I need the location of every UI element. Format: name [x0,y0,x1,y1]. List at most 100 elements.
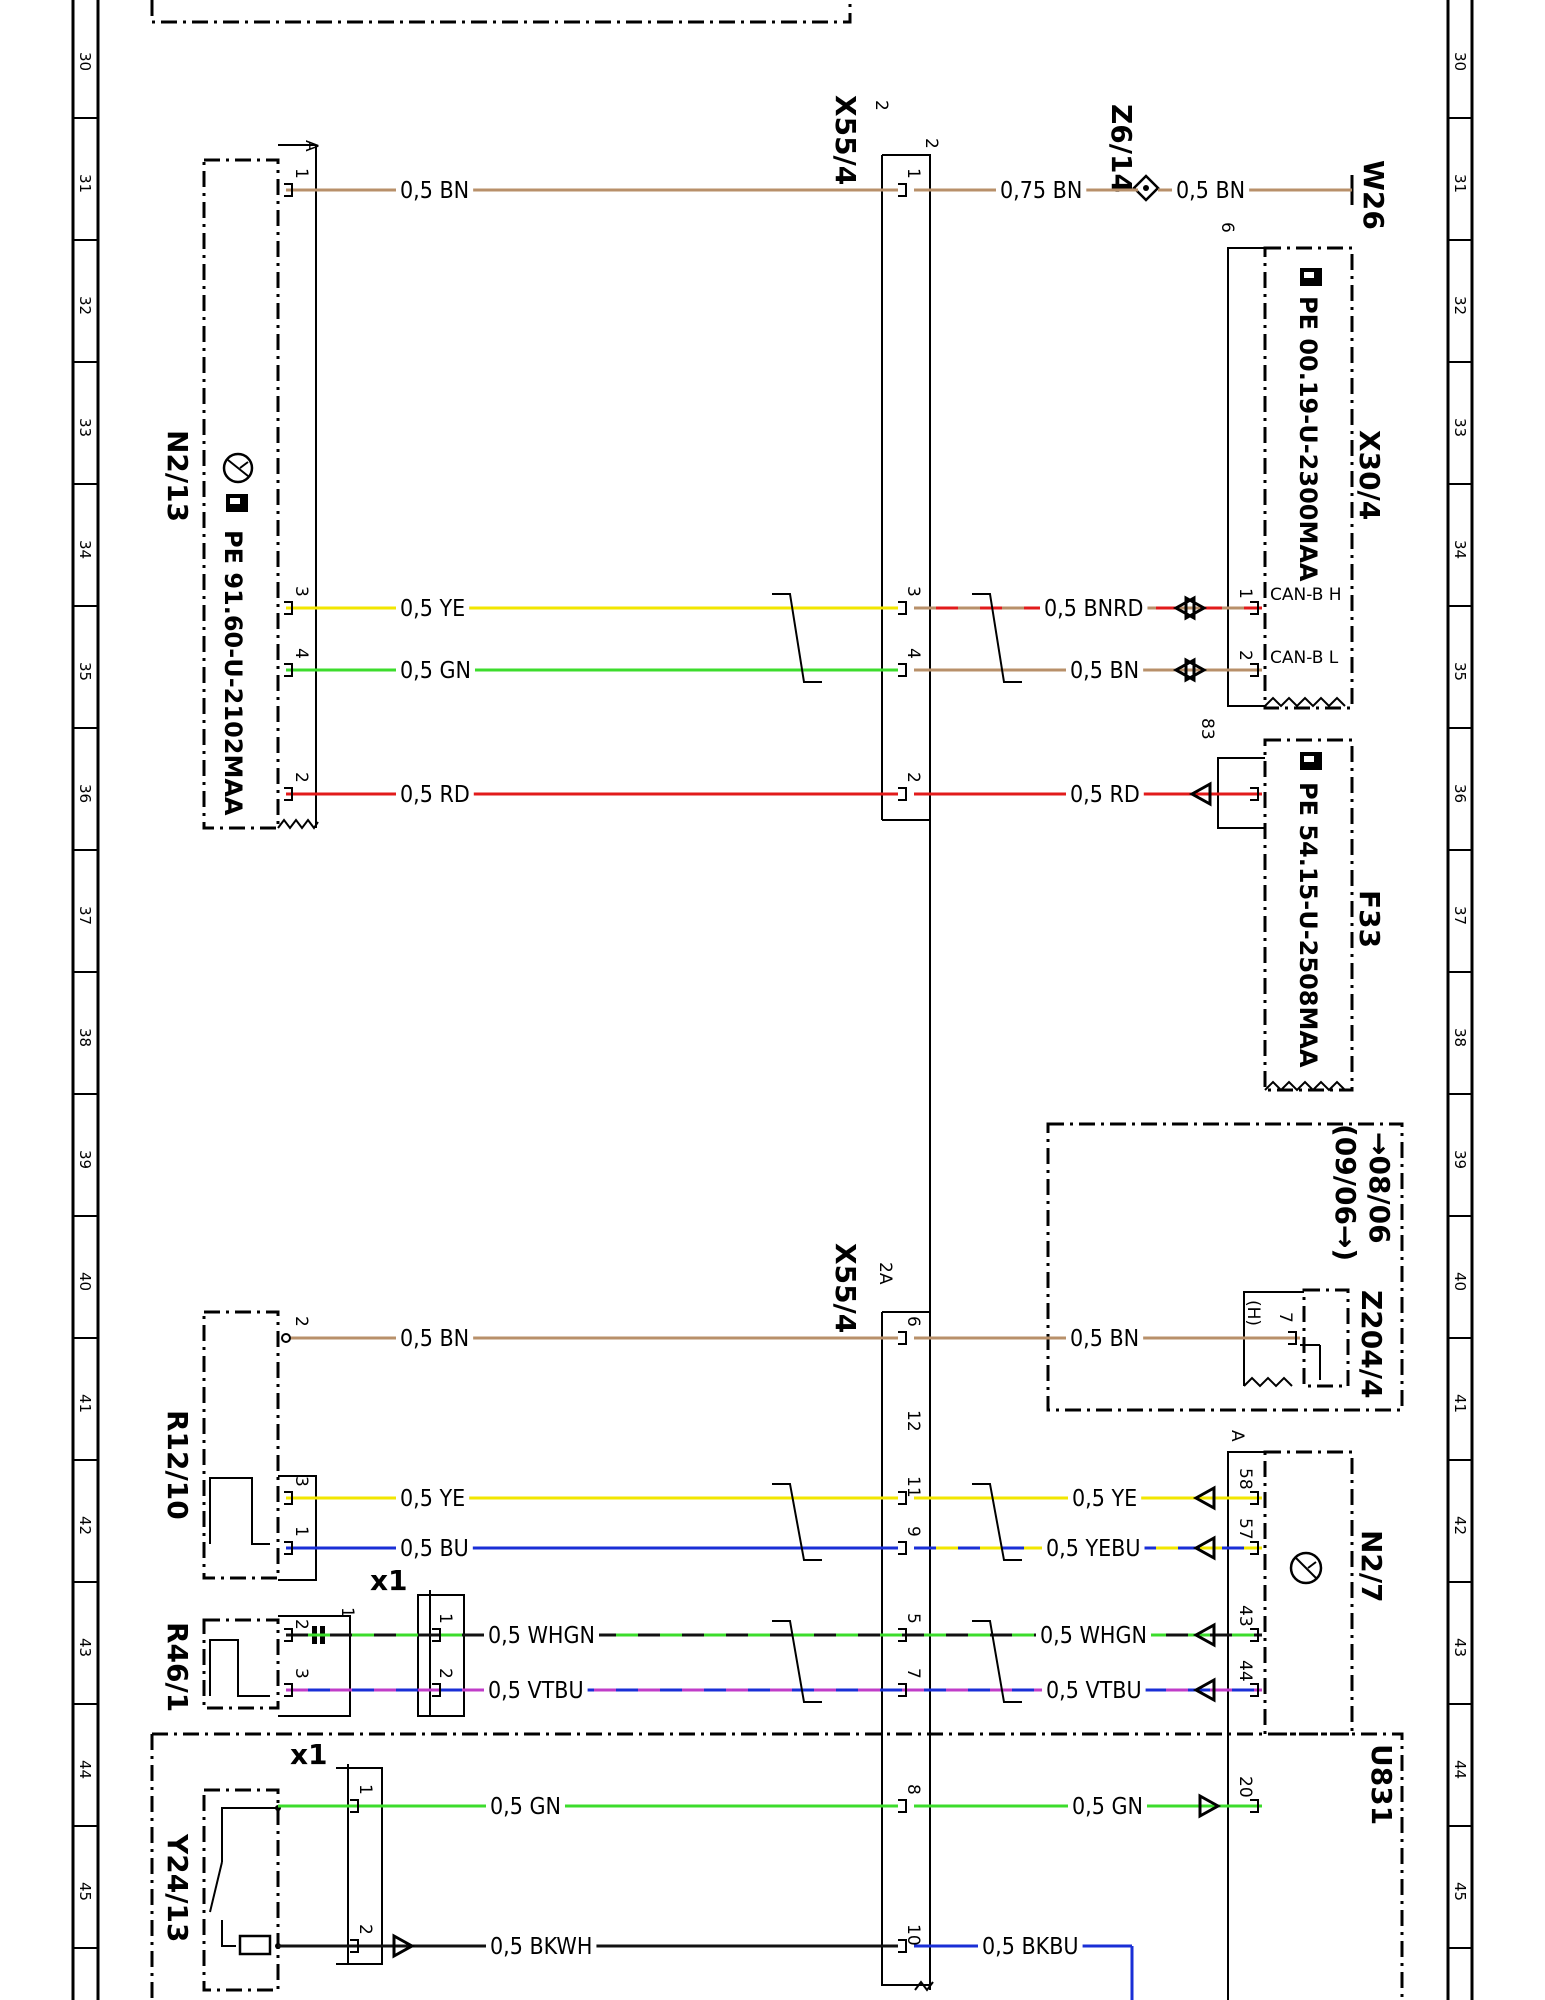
w26-label: W26 [1357,160,1390,230]
pin-terminal [898,1331,907,1345]
n2-7-pin-number: 57 [1235,1518,1255,1540]
x1-a-pin-number: 2 [435,1668,455,1679]
wire-label-bg [1068,1794,1147,1820]
wire-label-bg [396,1326,474,1352]
r12-10-label: R12/10 [161,1410,194,1520]
wire-label-bg [396,178,474,204]
wire-label: 0,5 VTBU [488,1678,584,1704]
ruler-tick-label: 42 [1451,1516,1469,1535]
ruler-tick-label: 33 [76,418,94,437]
x1-a-pin-number: 1 [435,1613,455,1624]
pin-terminal [898,1799,907,1813]
wire-label: 0,5 BKBU [982,1934,1079,1960]
pin-terminal [281,1333,291,1343]
ruler-tick-label: 38 [1451,1028,1469,1047]
wire-label-bg [1066,782,1144,808]
wire-label-bg [396,596,470,622]
pin-terminal [1250,1541,1259,1555]
pin-terminal [1250,1628,1259,1642]
connector-arrow-icon [1192,1622,1216,1648]
twisted-pair-mark [772,593,822,683]
r46-1-label: R46/1 [161,1622,194,1712]
wire-label-bg [996,178,1087,204]
x55-4-bottom-group: 2A [875,1262,895,1285]
connector-arrow-icon [1192,1535,1216,1561]
pin-terminal [350,1799,359,1813]
pin-terminal [284,663,293,677]
ruler-tick-label: 35 [1451,662,1469,681]
connector-arrow-icon [1192,1485,1216,1511]
x30-4-connector: 6 X30/4 PE 00.19-U-2300MAA CAN-B H CAN-B… [1217,222,1386,710]
x1-b-pin-number: 2 [355,1924,375,1935]
pin-terminal [1288,1331,1297,1345]
wire-label: 0,5 YE [400,596,465,622]
n2-13-module: A N2/13 PE 91.60-U-2102MAA [161,140,321,830]
ruler-tick-label: 41 [76,1394,94,1413]
f33-reference: PE 54.15-U-2508MAA [1294,782,1322,1068]
n2-13-reference: PE 91.60-U-2102MAA [219,530,247,816]
f33-label: F33 [1353,890,1386,948]
pin-terminal [898,1541,907,1555]
ruler-tick-label: 43 [76,1638,94,1657]
f33-group: 83 [1197,718,1217,740]
x30-4-can-l: CAN-B L [1270,648,1339,668]
pin-terminal [432,1628,441,1642]
wire-label: 0,5 YE [400,1486,465,1512]
pin-terminal [898,1491,907,1505]
n2-7-pin-group: A [1227,1430,1247,1442]
ruler-tick-label: 43 [1451,1638,1469,1657]
ruler-tick-label: 32 [76,296,94,315]
u831-label: U831 [1365,1744,1398,1825]
ruler-tick-label: 40 [76,1272,94,1291]
x55-4-bottom-pin-number: 9 [903,1526,923,1537]
connector-arrow-icon [1188,781,1212,807]
wire-label: 0,5 BU [400,1536,469,1562]
r46-1-pin-number: 1 [337,1607,357,1618]
z204-4-label: Z204/4 [1355,1290,1388,1398]
x1-connector-a: x1 [370,1564,465,1717]
ruler-tick-label: 42 [76,1516,94,1535]
wire-label-bg [1040,596,1148,622]
twisted-pair-mark [972,1483,1022,1561]
x55-4-bottom-pin-number: 10 [903,1924,923,1946]
twisted-pair-mark [772,1620,822,1703]
ecu-symbol-icon [222,452,254,484]
ecu-symbol-icon [1289,1551,1323,1585]
x1-a-label: x1 [370,1564,408,1597]
wire-label: 0,5 YEBU [1046,1536,1141,1562]
wire-label-bg [1172,178,1250,204]
connector-arrow-icon [1198,1793,1222,1819]
wire-label: 0,5 WHGN [1040,1623,1147,1649]
pin-terminal [898,601,907,615]
wire-label-bg [1068,1486,1142,1512]
ruler-tick-label: 37 [1451,906,1469,925]
pin-terminal [898,183,907,197]
f33-fuse-box: 83 F33 PE 54.15-U-2508MAA [1197,718,1386,1092]
x55-4-bottom-pin-number: 11 [903,1476,923,1498]
wire-label: 0,5 BN [1176,178,1245,204]
wire-label-bg [978,1934,1083,1960]
wire-label: 0,5 GN [400,658,471,684]
r12-10-pin-number: 1 [291,1526,311,1537]
wire-label: 0,5 BN [400,1326,469,1352]
wire-label: 0,75 BN [1000,178,1082,204]
wire-label-bg [1066,1326,1144,1352]
x55-4-top-extra-pin: 2 [921,138,941,149]
x55-4-top-label: X55/4 [829,95,862,185]
pin-terminal [1250,1683,1259,1697]
x55-4-bottom-pin-number: 7 [903,1668,923,1679]
n2-13-pin-number: 3 [291,586,311,597]
x30-4-can-h: CAN-B H [1270,585,1342,605]
x55-4-bottom-connector: X55/4 2A [829,1243,934,1992]
wire-label-bg [396,1486,470,1512]
pin-labels: 1342134212612119578102312311212585743442… [291,168,1295,1946]
ruler-tick-label: 39 [76,1150,94,1169]
wire-label: 0,5 VTBU [1046,1678,1142,1704]
r46-1-pin-number: 3 [291,1668,311,1679]
x55-4-top-group: 2 [871,100,891,111]
upper-module-box [150,0,852,24]
ruler-tick-label: 34 [76,540,94,559]
pin-terminal [898,1628,907,1642]
pin-terminal [284,601,293,615]
z6-14-splice: Z6/14 [1105,104,1160,202]
